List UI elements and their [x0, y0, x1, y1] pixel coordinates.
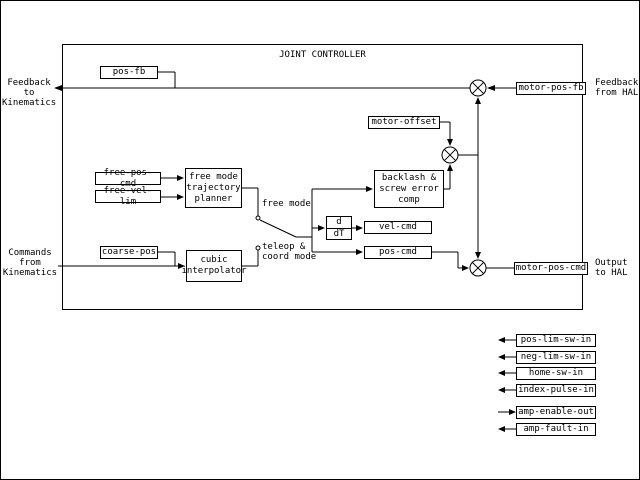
cubic-interpolator-block: cubic interpolator: [181, 250, 247, 282]
derivative-block: d dT: [326, 216, 352, 240]
arrow-free-pos-cmd: [177, 175, 184, 181]
derivative-numerator: d: [327, 217, 351, 229]
pos-lim-sw-in-pin: pos-lim-sw-in: [516, 334, 596, 347]
vel-cmd-block: vel-cmd: [364, 221, 432, 234]
label-feedback-from-hal: Feedback from HAL: [595, 78, 639, 98]
arrow-up-into-feedback-junction: [475, 97, 481, 104]
home-sw-in-pin: home-sw-in: [516, 367, 596, 380]
switch-arm: [259, 219, 297, 238]
free-pos-cmd-block: free-pos-cmd: [95, 168, 161, 189]
page-title: JOINT CONTROLLER: [279, 50, 366, 60]
label-teleop-coord-mode: teleop & coord mode: [262, 242, 317, 262]
offset-summing-junction: [441, 146, 459, 164]
label-feedback-to-kinematics: Feedback to Kinematics: [2, 78, 57, 108]
summing-junctions: [441, 79, 487, 277]
motor-pos-cmd-pin: motor-pos-cmd: [514, 262, 588, 275]
arrowheads: [54, 85, 516, 432]
joint-controller-box: [62, 44, 583, 310]
arrow-backlash-out: [447, 164, 453, 171]
neg-lim-sw-in-pin: neg-lim-sw-in: [516, 351, 596, 364]
arrow-into-output-junction: [462, 265, 469, 271]
arrow-motor-offset: [447, 139, 453, 146]
arrow-feedback-out: [54, 85, 62, 91]
derivative-denominator: dT: [333, 228, 345, 239]
pos-fb-block: pos-fb: [100, 66, 158, 79]
arrow-home-sw-in: [498, 370, 505, 376]
free-mode-contact: [255, 215, 261, 221]
arrow-down-into-output-junction: [475, 252, 481, 259]
arrow-amp-fault-in: [498, 426, 505, 432]
label-free-mode: free mode: [262, 199, 311, 209]
motor-offset-block: motor-offset: [368, 116, 440, 129]
arrow-into-pos-cmd: [356, 249, 363, 255]
arrow-free-vel-lim: [177, 194, 184, 200]
label-commands-from-kinematics: Commands from Kinematics: [2, 248, 58, 278]
arrow-into-cubic: [178, 263, 185, 269]
free-vel-lim-block: free-vel-lim: [95, 186, 161, 207]
label-output-to-hal: Output to HAL: [595, 258, 628, 278]
backlash-screw-error-comp-block: backlash & screw error comp: [374, 170, 444, 208]
amp-fault-in-pin: amp-fault-in: [516, 423, 596, 436]
index-pulse-in-pin: index-pulse-in: [516, 384, 596, 397]
arrow-into-backlash: [366, 186, 373, 192]
arrow-into-ddt: [318, 225, 325, 231]
free-mode-trajectory-planner-block: free mode trajectory planner: [185, 168, 242, 208]
amp-enable-out-pin: amp-enable-out: [516, 406, 596, 419]
arrow-into-feedback-junction: [487, 85, 495, 91]
arrow-pos-lim-sw-in: [498, 337, 505, 343]
arrow-into-vel-cmd: [356, 225, 363, 231]
wires: [58, 71, 516, 430]
mode-switch: [255, 215, 297, 251]
arrow-amp-enable-out: [509, 409, 516, 415]
feedback-summing-junction: [469, 79, 487, 97]
arrow-neg-lim-sw-in: [498, 354, 505, 360]
arrow-index-pulse-in: [498, 387, 505, 393]
teleop-mode-contact: [255, 245, 261, 251]
coarse-pos-block: coarse-pos: [100, 246, 158, 259]
pos-cmd-block: pos-cmd: [364, 246, 432, 259]
output-summing-junction: [469, 259, 487, 277]
motor-pos-fb-pin: motor-pos-fb: [516, 82, 586, 95]
